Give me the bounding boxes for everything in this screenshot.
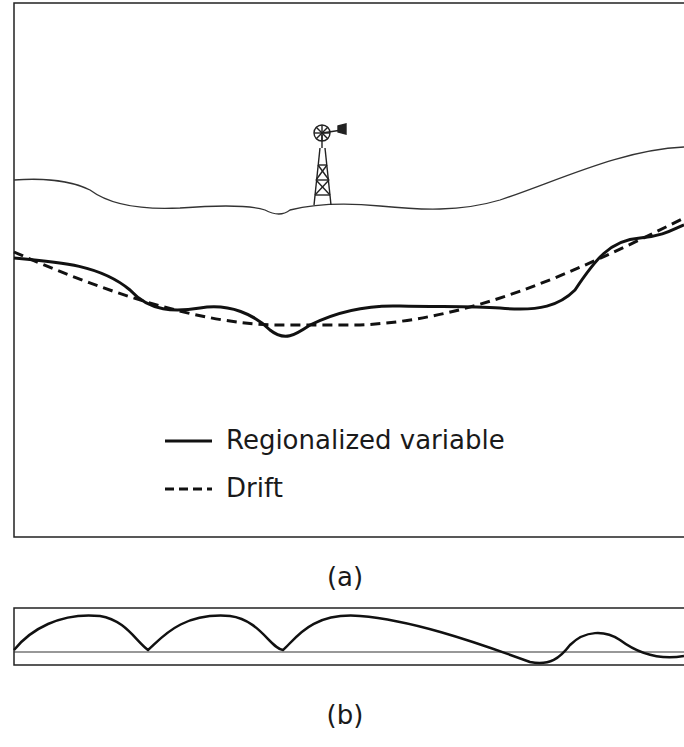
ground-surface — [14, 147, 684, 214]
drift-curve — [14, 218, 684, 325]
legend-text: Regionalized variable — [226, 425, 505, 456]
panel-frame — [14, 608, 684, 665]
mean-line — [14, 651, 684, 652]
residual-curve — [14, 615, 684, 663]
panel-label: (b) — [327, 700, 364, 731]
windmill — [314, 124, 346, 205]
legend-text: Drift — [226, 473, 283, 504]
panel-frame — [14, 3, 684, 537]
panel-label: (a) — [327, 562, 363, 593]
legend-sample-dashed — [165, 488, 212, 491]
regionalized-variable-curve — [14, 225, 684, 336]
legend-sample-solid — [165, 440, 212, 443]
